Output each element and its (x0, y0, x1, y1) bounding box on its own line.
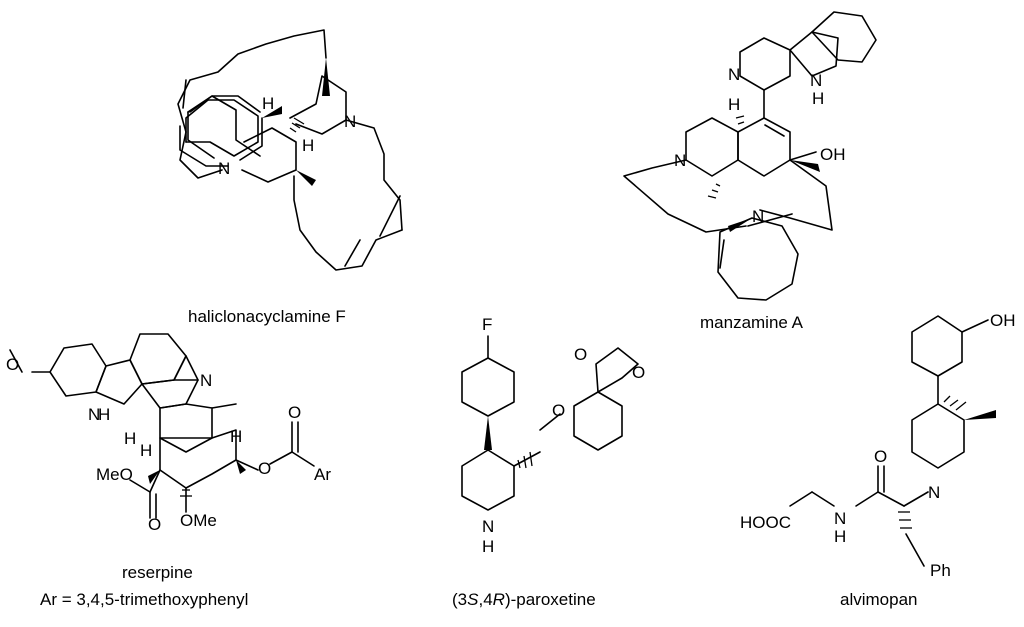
compound-name-alvimopan: alvimopan (840, 590, 918, 609)
nitrogen-label: N (200, 371, 212, 390)
nitrogen-label: N (810, 71, 822, 90)
oxygen-label: O (148, 515, 161, 534)
hydrogen-label: H (262, 94, 274, 113)
wedge-bond (964, 410, 996, 420)
hydrogen-label: H (812, 89, 824, 108)
manzamine-a-structure: N N H H N OH N manzamine A (623, 11, 877, 332)
paroxetine-structure: F O O O N H (3S,4R)-paroxetine (452, 315, 645, 609)
oxygen-label: O (552, 401, 565, 420)
nitrogen-label: N (834, 509, 846, 528)
hydrogen-label: H (98, 405, 110, 424)
nitrogen-label: N (674, 151, 686, 170)
reserpine-structure: O N H N H H H MeO O OMe O O Ar reserpine… (6, 333, 331, 609)
benzene-ring (811, 11, 877, 63)
compound-name-haliclonacyclamine-f: haliclonacyclamine F (188, 307, 346, 326)
nitrogen-label: N (344, 112, 356, 131)
piperidine-ring (461, 449, 515, 511)
wedge-bond (484, 416, 492, 450)
wedge-bond (262, 106, 282, 118)
piperidine-ring (911, 403, 965, 469)
nitrogen-label: N (728, 65, 740, 84)
haliclonacyclamine-f-structure: H H N N haliclonacyclamine F (177, 29, 403, 326)
oxygen-label: O (258, 459, 271, 478)
hydroxyl-label: OH (820, 145, 846, 164)
fluorophenyl-ring (461, 357, 515, 417)
oxygen-label: O (874, 447, 887, 466)
azocane-ring (717, 217, 799, 301)
wedge-bond (322, 58, 330, 96)
oxygen-label: O (632, 363, 645, 382)
pyridine-ring (739, 37, 791, 91)
compound-name-reserpine: reserpine (122, 563, 193, 582)
methoxy-label: OMe (180, 511, 217, 530)
hydrogen-label: H (728, 95, 740, 114)
oxygen-label: O (288, 403, 301, 422)
aryl-definition-note: Ar = 3,4,5-trimethoxyphenyl (40, 590, 248, 609)
fluorine-label: F (482, 315, 492, 334)
wedge-bond (236, 460, 246, 474)
wedge-bond (728, 218, 752, 232)
aryl-label: Ar (314, 465, 331, 484)
hydrogen-label: H (124, 429, 136, 448)
hydrogen-label: H (230, 427, 242, 446)
hydrogen-label: H (834, 527, 846, 546)
compound-name-paroxetine: (3S,4R)-paroxetine (452, 590, 596, 609)
nitrogen-label: N (752, 207, 764, 226)
carboxyl-label: HOOC (740, 513, 791, 532)
oxygen-label: O (574, 345, 587, 364)
compound-name-manzamine-a: manzamine A (700, 313, 804, 332)
piperidine-left-ring (185, 99, 259, 157)
nitrogen-label: N (928, 483, 940, 502)
oxygen-label: O (6, 355, 19, 374)
nitrogen-label: N (482, 517, 494, 536)
hydrogen-label: H (140, 441, 152, 460)
methoxycarbonyl-label: MeO (96, 465, 133, 484)
wedge-bond (296, 170, 316, 186)
hydrogen-label: H (482, 537, 494, 556)
nitrogen-label: N (218, 159, 230, 178)
phenyl-label: Ph (930, 561, 951, 580)
wedge-bond (148, 470, 160, 484)
hydroxyl-label: OH (990, 311, 1016, 330)
hydrogen-label: H (302, 136, 314, 155)
wedge-bond (790, 160, 820, 172)
benzodioxole-ring (573, 391, 623, 451)
nitrogen-label: N (88, 405, 100, 424)
hydroxyphenyl-ring (911, 315, 963, 377)
alvimopan-structure: OH N O HOOC N H Ph alvimopan (740, 311, 1016, 609)
